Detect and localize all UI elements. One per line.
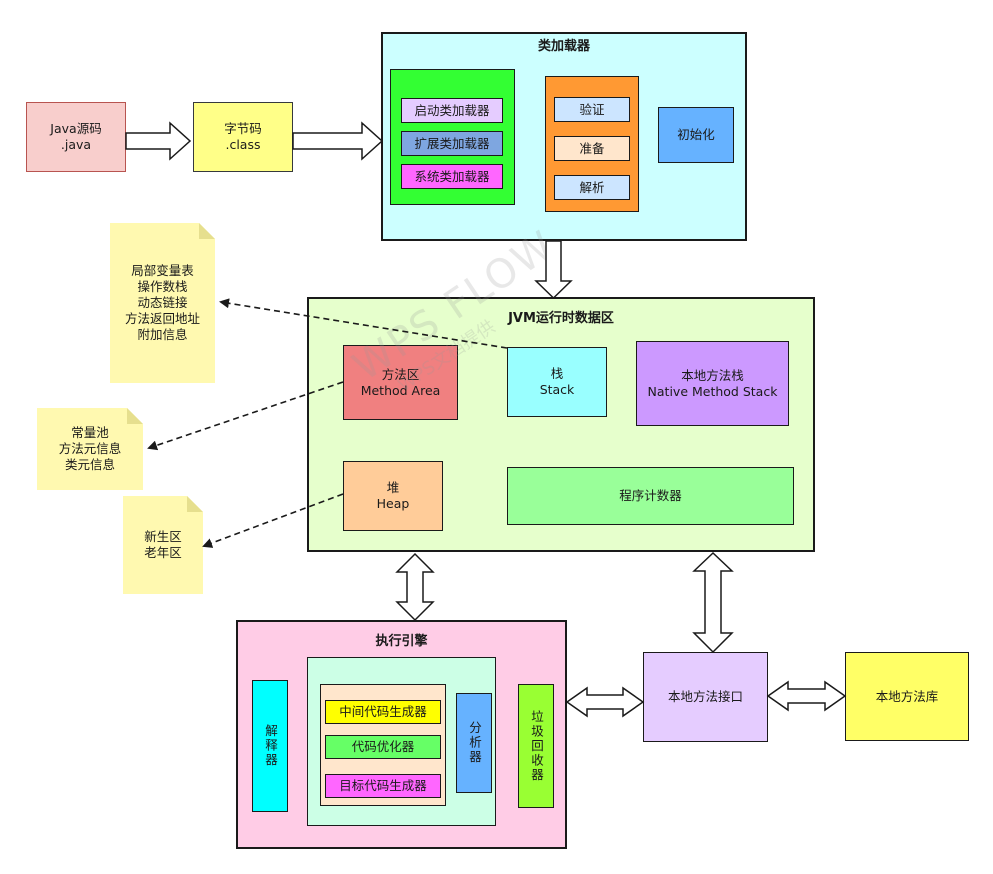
heap-note: 新生区 老年区 [123, 496, 203, 594]
resolve-step[interactable]: 解析 [554, 175, 630, 200]
arrow-java-to-bytecode [125, 121, 192, 161]
stack-en: Stack [539, 382, 575, 397]
class-loader-title: 类加载器 [537, 39, 590, 54]
target-code-generator[interactable]: 目标代码生成器 [325, 774, 441, 798]
intermediate-code-label: 中间代码生成器 [339, 704, 427, 719]
extension-loader[interactable]: 扩展类加载器 [401, 131, 503, 156]
native-method-library[interactable]: 本地方法库 [845, 652, 969, 741]
note-shape [123, 496, 203, 594]
java-source-ext: .java [60, 137, 92, 152]
analyzer[interactable]: 分析器 [456, 693, 492, 793]
interpreter[interactable]: 解释器 [252, 680, 288, 812]
resolve-step-label: 解析 [579, 179, 605, 195]
java-source-box[interactable]: Java源码 .java [26, 102, 126, 172]
intermediate-code-generator[interactable]: 中间代码生成器 [325, 700, 441, 724]
verify-step-label: 验证 [579, 101, 605, 117]
native-method-stack[interactable]: 本地方法栈 Native Method Stack [636, 341, 789, 426]
native-stack-en: Native Method Stack [647, 383, 778, 399]
method-area-note: 常量池 方法元信息 类元信息 [37, 408, 143, 490]
program-counter-label: 程序计数器 [619, 488, 682, 503]
stack-note: 局部变量表 操作数栈 动态链接 方法返回地址 附加信息 [110, 223, 215, 383]
arrow-interface-library [766, 680, 847, 712]
init-step-label: 初始化 [677, 127, 715, 142]
native-library-label: 本地方法库 [875, 688, 939, 704]
method-area-en: Method Area [360, 382, 441, 398]
dashed-method-to-note [147, 381, 344, 451]
method-area[interactable]: 方法区 Method Area [343, 345, 458, 420]
note-line: 类元信息 [64, 457, 115, 472]
note-line: 老年区 [144, 545, 182, 560]
prepare-step-label: 准备 [579, 140, 605, 156]
target-code-label: 目标代码生成器 [339, 778, 427, 793]
gc-label: 垃圾回收器 [529, 709, 544, 783]
arrow-runtime-native-interface [692, 551, 734, 654]
heap-area[interactable]: 堆 Heap [343, 461, 443, 531]
arrow-engine-native-interface [565, 686, 645, 718]
code-optimizer[interactable]: 代码优化器 [325, 735, 441, 759]
stack-label: 栈 [550, 366, 564, 381]
note-line: 附加信息 [137, 327, 188, 342]
code-optimizer-label: 代码优化器 [351, 739, 415, 754]
analyzer-label: 分析器 [467, 721, 482, 765]
native-method-interface[interactable]: 本地方法接口 [643, 652, 768, 742]
note-line: 操作数栈 [137, 279, 188, 294]
garbage-collector[interactable]: 垃圾回收器 [518, 684, 554, 808]
note-line: 局部变量表 [131, 263, 194, 278]
note-line: 方法返回地址 [124, 311, 200, 326]
heap-en: Heap [376, 496, 410, 511]
verify-step[interactable]: 验证 [554, 97, 630, 122]
init-step[interactable]: 初始化 [658, 107, 734, 163]
runtime-title: JVM运行时数据区 [508, 311, 614, 326]
bytecode-label: 字节码 [224, 121, 262, 136]
note-line: 常量池 [71, 425, 109, 440]
prepare-step[interactable]: 准备 [554, 136, 630, 161]
native-interface-label: 本地方法接口 [667, 689, 743, 704]
system-loader-label: 系统类加载器 [414, 168, 490, 184]
note-line: 动态链接 [137, 295, 188, 310]
native-stack-label: 本地方法栈 [681, 367, 744, 383]
arrow-loader-to-runtime [534, 240, 573, 300]
arrow-bytecode-to-loader [292, 121, 384, 161]
dashed-heap-to-note [202, 493, 344, 548]
bootstrap-loader[interactable]: 启动类加载器 [401, 98, 503, 123]
engine-title: 执行引擎 [375, 634, 428, 649]
stack-area[interactable]: 栈 Stack [507, 347, 607, 417]
bootstrap-loader-label: 启动类加载器 [414, 102, 490, 118]
note-shape [110, 223, 215, 383]
extension-loader-label: 扩展类加载器 [414, 135, 490, 151]
java-source-label: Java源码 [50, 121, 102, 136]
dashed-stack-to-note [219, 298, 508, 349]
heap-label: 堆 [386, 480, 400, 495]
program-counter[interactable]: 程序计数器 [507, 467, 794, 525]
note-line: 方法元信息 [58, 441, 122, 456]
arrow-runtime-engine [395, 552, 435, 622]
interpreter-label: 解释器 [263, 724, 278, 768]
method-area-label: 方法区 [381, 366, 420, 382]
system-loader[interactable]: 系统类加载器 [401, 164, 503, 189]
note-line: 新生区 [144, 529, 182, 544]
note-shape [37, 408, 143, 490]
bytecode-ext: .class [225, 137, 261, 152]
